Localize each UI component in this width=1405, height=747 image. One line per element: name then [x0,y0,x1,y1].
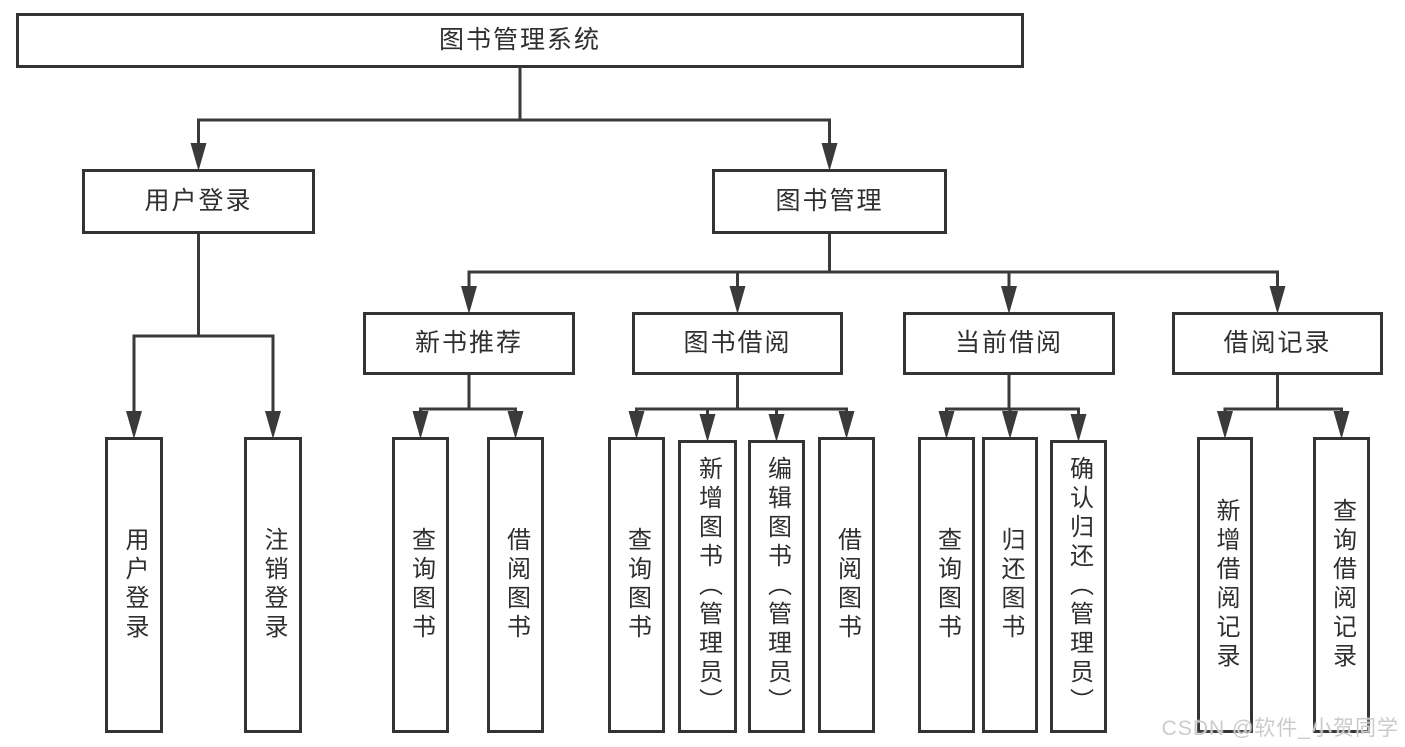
node-label: 编辑图书（管理员） [763,456,791,717]
arrowhead [628,411,645,439]
arrowhead [461,286,477,314]
node-label: 当前借阅 [954,329,1063,357]
arrowhead [938,411,955,439]
node-leaf-user-login: 用户登录 [105,437,163,733]
node-leaf-borrow-books-borrowing: 借阅图书 [818,437,875,733]
node-leaf-query-books-recommend: 查询图书 [392,437,449,733]
node-leaf-query-borrow-record: 查询借阅记录 [1313,437,1370,733]
arrowhead [1269,286,1286,314]
node-leaf-confirm-return-admin: 确认归还（管理员） [1050,440,1107,733]
node-current-borrowing: 当前借阅 [903,312,1115,375]
node-label: 查询借阅记录 [1328,498,1356,672]
node-label: 新增借阅记录 [1212,498,1239,672]
arrowhead [1217,411,1233,439]
arrowhead [126,411,142,439]
arrowhead [265,411,281,439]
node-label: 确认归还（管理员） [1065,456,1093,717]
node-user-login: 用户登录 [82,169,315,234]
node-label: 查询图书 [407,527,435,643]
node-leaf-add-borrow-record: 新增借阅记录 [1197,437,1253,733]
node-label: 查询图书 [933,527,961,643]
arrowhead [838,411,855,439]
arrowhead [1002,411,1018,439]
node-leaf-logout: 注销登录 [244,437,302,733]
watermark: CSDN @软件_小贺同学 [1161,717,1399,740]
node-label: 用户登录 [121,527,148,643]
node-borrowing-records: 借阅记录 [1172,312,1383,375]
node-leaf-borrow-books-recommend: 借阅图书 [487,437,544,733]
node-book-management: 图书管理 [712,169,947,234]
arrowhead [1070,414,1087,442]
node-label: 图书借阅 [683,329,792,357]
node-label: 图书管理系统 [438,26,601,54]
node-leaf-query-books-current: 查询图书 [918,437,975,733]
node-leaf-add-books-admin: 新增图书（管理员） [678,440,737,733]
node-leaf-edit-books-admin: 编辑图书（管理员） [748,440,805,733]
arrowhead [821,143,838,171]
node-label: 用户登录 [144,187,253,215]
arrowhead [729,286,746,314]
node-label: 注销登录 [260,527,287,643]
arrowhead [1001,286,1017,314]
node-leaf-return-books: 归还图书 [982,437,1038,733]
node-label: 新增图书（管理员） [694,456,722,717]
node-new-book-recommend: 新书推荐 [363,312,575,375]
arrowhead [699,414,716,442]
arrowhead [507,411,524,439]
node-label: 借阅图书 [833,527,861,643]
node-label: 查询图书 [623,527,651,643]
node-label: 借阅记录 [1223,329,1332,357]
arrowhead [412,411,429,439]
node-leaf-query-books-borrowing: 查询图书 [608,437,665,733]
arrowhead [1333,411,1350,439]
arrowhead [190,143,207,171]
node-label: 新书推荐 [414,329,523,357]
node-label: 归还图书 [997,527,1024,643]
node-book-borrowing: 图书借阅 [632,312,843,375]
arrowhead [768,414,785,442]
node-label: 图书管理 [775,187,884,215]
node-root: 图书管理系统 [16,13,1024,68]
node-label: 借阅图书 [502,527,530,643]
